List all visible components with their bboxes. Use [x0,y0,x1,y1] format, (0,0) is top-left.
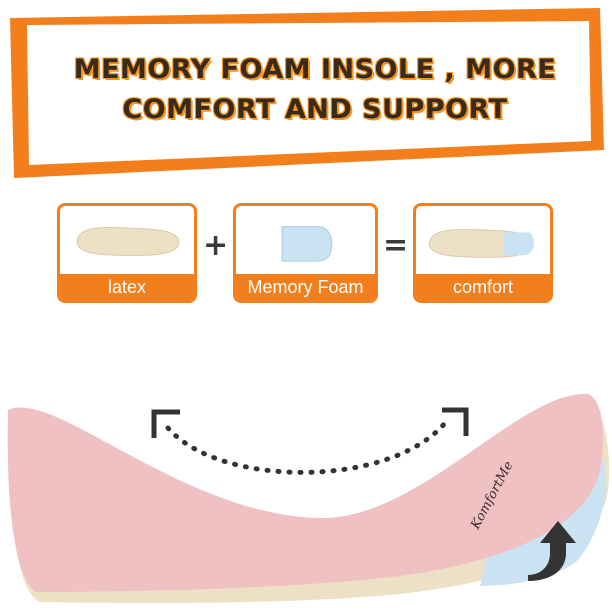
comfort-card: comfort [413,203,553,303]
comfort-insole-image [428,228,534,258]
insole-illustration: KomfortMe [0,380,612,612]
latex-label: latex [60,274,194,300]
latex-card: latex [57,203,197,303]
plus-sign: + [203,228,229,263]
header-banner: MEMORY FOAM INSOLE , MORE COMFORT AND SU… [0,0,612,190]
insole-svg: KomfortMe [7,393,610,604]
curved-up-arrow-icon [528,521,576,581]
flex-arc-arrow-icon [151,407,469,475]
comfort-label: comfort [416,274,550,300]
latex-insole-image [76,227,180,256]
memory-foam-label: Memory Foam [236,274,375,300]
memory-foam-card: Memory Foam [233,203,378,303]
banner-frame [10,8,604,178]
memory-foam-image [281,226,333,262]
equals-sign: = [383,228,409,263]
banner-title: MEMORY FOAM INSOLE , MORE COMFORT AND SU… [73,54,557,125]
